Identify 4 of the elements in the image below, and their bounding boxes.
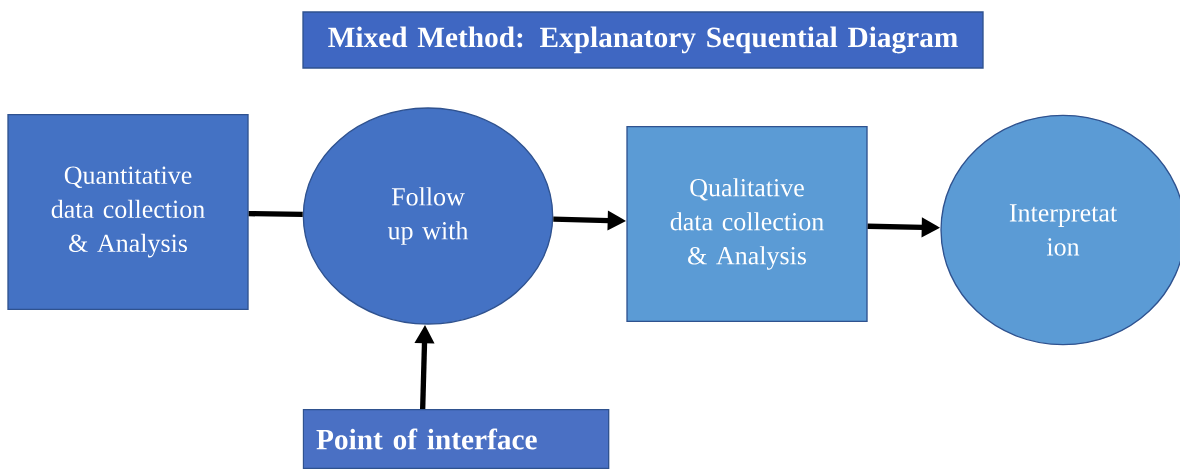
title-banner: Mixed Method: Explanatory Sequential Diagram (302, 11, 984, 69)
process-box: Quantitative data collection & Analysis (7, 114, 249, 310)
label-banner: Point of interface (302, 409, 610, 469)
process-box: Qualitative data collection & Analysis (626, 126, 868, 322)
